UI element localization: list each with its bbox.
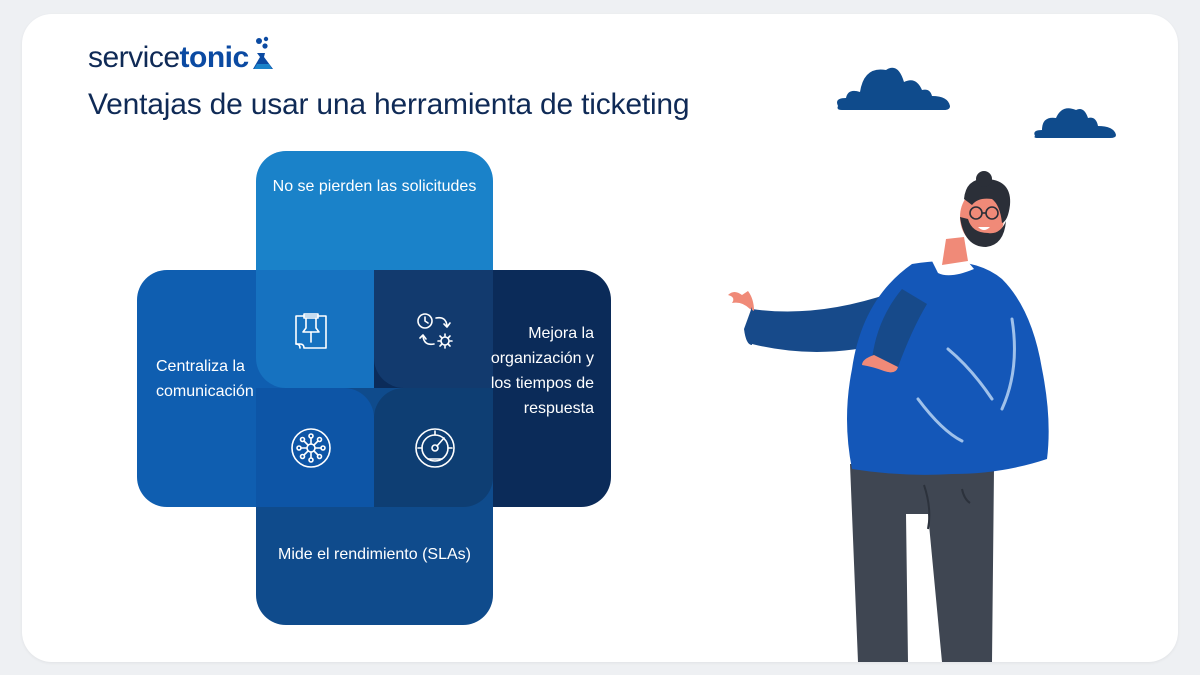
flask-logo-icon — [252, 36, 273, 69]
cloud-icon — [1034, 108, 1116, 138]
pin-document-icon — [295, 313, 327, 349]
overlap-top-right — [374, 270, 493, 388]
overlap-bottom-right — [374, 388, 493, 507]
overlap-top-left — [256, 270, 374, 388]
logo-text-light: service — [88, 41, 180, 74]
page-title: Ventajas de usar una herramienta de tick… — [88, 88, 690, 121]
logo-text-bold: tonic — [179, 41, 250, 74]
label-no-se-pierden: No se pierden las solicitudes — [272, 178, 477, 195]
label-centraliza: Centraliza la comunicación — [156, 358, 254, 400]
man-presenting-illustration — [728, 171, 1049, 662]
network-hub-icon — [291, 428, 331, 468]
gauge-icon — [415, 428, 455, 468]
cloud-icon — [837, 67, 950, 110]
clock-gear-cycle-icon — [417, 313, 453, 349]
label-mejora: Mejora la organización y los tiempos de … — [490, 325, 594, 417]
label-mide: Mide el rendimiento (SLAs) — [278, 546, 471, 563]
